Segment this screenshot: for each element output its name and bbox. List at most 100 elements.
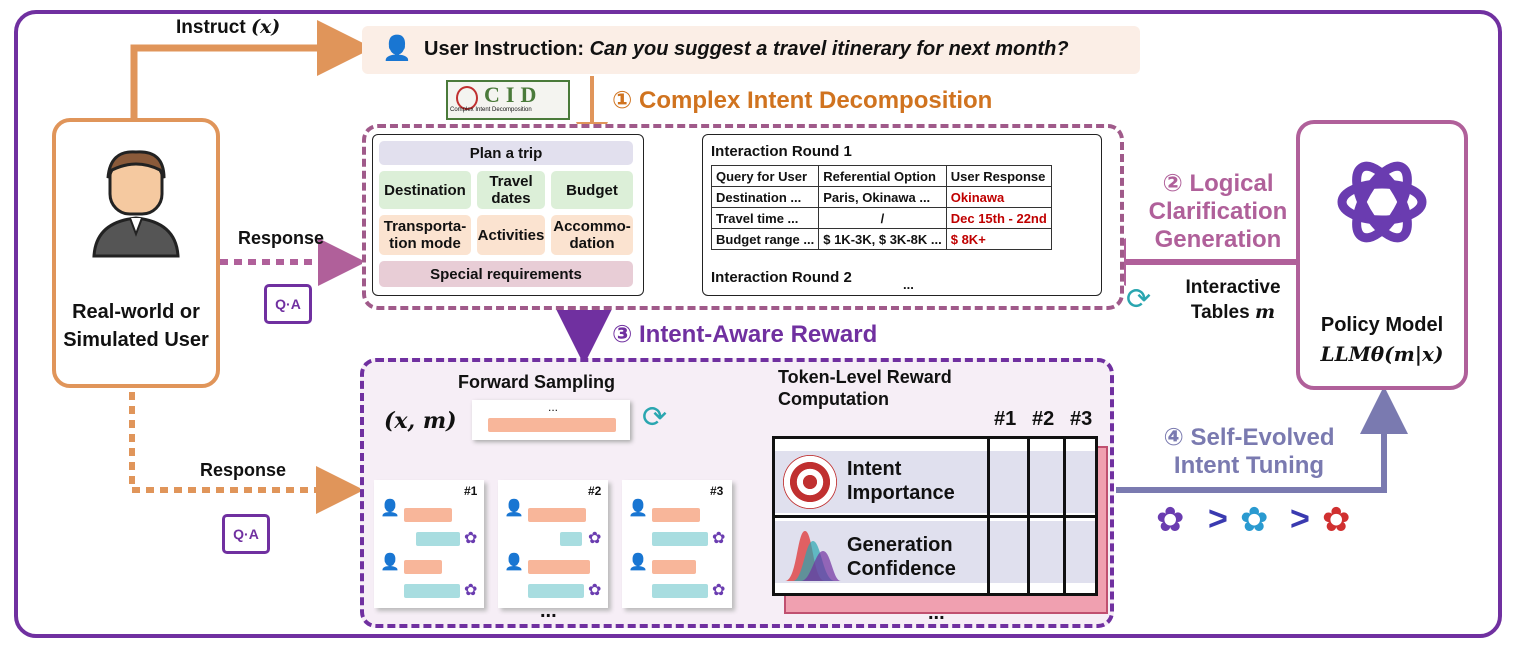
header-cell: Query for User: [710, 165, 820, 187]
interactive-tables-label: Interactive Tables m: [1185, 277, 1281, 323]
plan-title: Plan a trip: [379, 141, 633, 165]
qa-icon: Q·A: [264, 284, 312, 324]
plan-a-trip-box: Plan a trip Destination Travel dates Bud…: [372, 134, 644, 296]
table-header-row: Query for User Referential Option User R…: [710, 165, 1052, 187]
sample-card: #2 👤 ✿ 👤 ✿: [498, 480, 608, 608]
sample-card: #3 👤 ✿ 👤 ✿: [622, 480, 732, 608]
distribution-icon: [785, 531, 841, 581]
evolution-arrow: >: [1208, 500, 1228, 538]
generation-confidence-label: Generation Confidence: [847, 534, 956, 580]
user-instruction-bar: 👤 User Instruction: Can you suggest a tr…: [362, 26, 1140, 74]
table-cell: Destination ...: [710, 186, 820, 208]
interaction-round-box: Interaction Round 1 Query for User Refer…: [702, 134, 1102, 296]
table-cell: Travel time ...: [710, 207, 820, 229]
more-samples: ...: [540, 600, 557, 622]
user-bar: [404, 560, 442, 574]
user-box: Real-world or Simulated User: [52, 118, 220, 388]
target-icon: [456, 86, 478, 110]
table-cell: $ 1K-3K, $ 3K-8K ...: [818, 228, 947, 250]
instruction-text: User Instruction: Can you suggest a trav…: [424, 38, 1069, 60]
chip-budget: Budget: [551, 171, 633, 209]
user-avatar-icon: 👤: [628, 500, 648, 517]
response-top-label: Response: [238, 228, 325, 248]
llm-logo-icon: ✿: [712, 530, 726, 547]
seed-bar: [488, 418, 616, 432]
interaction-table: Query for User Referential Option User R…: [710, 165, 1052, 250]
interaction-round-2: Interaction Round 2: [711, 269, 852, 286]
user-avatar-icon: 👤: [380, 554, 400, 571]
llm-logo-icon: [1337, 161, 1427, 243]
header-cell: User Response: [945, 165, 1052, 187]
user-avatar-icon: 👤: [382, 35, 412, 62]
table-cell: Budget range ...: [710, 228, 820, 250]
reward-col-2: #2: [1032, 408, 1055, 430]
user-label: Real-world or Simulated User: [63, 301, 209, 351]
reward-title: Token-Level Reward Computation: [778, 367, 952, 409]
step2-title: ② Logical Clarification Generation: [1148, 170, 1288, 253]
user-person-icon: [92, 150, 180, 258]
user-bar: [528, 508, 586, 522]
chip-travel-dates: Travel dates: [477, 171, 545, 209]
model-bar: [416, 532, 460, 546]
model-bar: [528, 584, 584, 598]
refresh-cycle-icon: ⟳: [1126, 283, 1152, 316]
policy-title: Policy Model: [1320, 314, 1444, 336]
llm-logo-icon: ✿: [588, 582, 602, 599]
model-bar: [652, 584, 708, 598]
user-avatar-icon: 👤: [628, 554, 648, 571]
qa-icon: Q·A: [222, 514, 270, 554]
seed-dots: ...: [548, 400, 559, 414]
reward-col-1: #1: [994, 408, 1017, 430]
llm-v3-icon: ✿: [1322, 501, 1351, 539]
refresh-cycle-icon: ⟳: [642, 401, 668, 434]
policy-model-box: Policy Model LLMθ(m|x): [1296, 120, 1468, 390]
chip-activities: Activities: [477, 215, 545, 255]
llm-logo-icon: ✿: [712, 582, 726, 599]
plan-special-requirements: Special requirements: [379, 261, 633, 287]
chip-destination: Destination: [379, 171, 471, 209]
input-variables: (x, m): [384, 408, 457, 434]
user-avatar-icon: 👤: [504, 554, 524, 571]
target-icon: [783, 455, 837, 509]
table-cell: $ 8K+: [945, 228, 1052, 250]
outer-frame: [14, 10, 1502, 638]
user-bar: [652, 560, 696, 574]
step1-title: ① Complex Intent Decomposition: [612, 87, 993, 114]
sampling-seed-card: ...: [472, 400, 630, 440]
sample-card: #1 👤 ✿ 👤 ✿: [374, 480, 484, 608]
table-cell: /: [818, 207, 947, 229]
reward-matrix: Intent Importance Generation Confidence: [772, 436, 1098, 596]
chip-transportation: Transporta-tion mode: [379, 215, 471, 255]
more-reward: ...: [928, 602, 945, 624]
table-row: Destination ... Paris, Okinawa ... Okina…: [710, 186, 1052, 208]
table-row: Budget range ... $ 1K-3K, $ 3K-8K ... $ …: [710, 228, 1052, 250]
table-cell: Okinawa: [945, 186, 1052, 208]
reward-col-3: #3: [1070, 408, 1093, 430]
user-bar: [528, 560, 590, 574]
user-avatar-icon: 👤: [504, 500, 524, 517]
response-bottom-label: Response: [200, 460, 287, 480]
intent-importance-label: Intent Importance: [847, 458, 955, 504]
table-row: Travel time ... / Dec 15th - 22nd: [710, 207, 1052, 229]
user-avatar-icon: 👤: [380, 500, 400, 517]
table-cell: Dec 15th - 22nd: [945, 207, 1052, 229]
model-bar: [652, 532, 708, 546]
interaction-round-1: Interaction Round 1: [711, 143, 852, 160]
model-bar: [404, 584, 460, 598]
llm-logo-icon: ✿: [464, 530, 478, 547]
model-bar: [560, 532, 582, 546]
header-cell: Referential Option: [818, 165, 947, 187]
llm-logo-icon: ✿: [464, 582, 478, 599]
user-bar: [404, 508, 452, 522]
llm-logo-icon: ✿: [588, 530, 602, 547]
interaction-ellipsis: ...: [903, 277, 914, 292]
step3-title: ③ Intent-Aware Reward: [612, 321, 878, 348]
forward-sampling-title: Forward Sampling: [458, 372, 616, 392]
instruct-label: Instruct (x): [176, 16, 281, 38]
llm-v2-icon: ✿: [1240, 501, 1269, 539]
chip-accommodation: Accommo-dation: [551, 215, 633, 255]
policy-formula: LLMθ(m|x): [1320, 342, 1444, 366]
llm-v1-icon: ✿: [1156, 501, 1185, 539]
user-bar: [652, 508, 700, 522]
evolution-arrow: >: [1290, 500, 1310, 538]
